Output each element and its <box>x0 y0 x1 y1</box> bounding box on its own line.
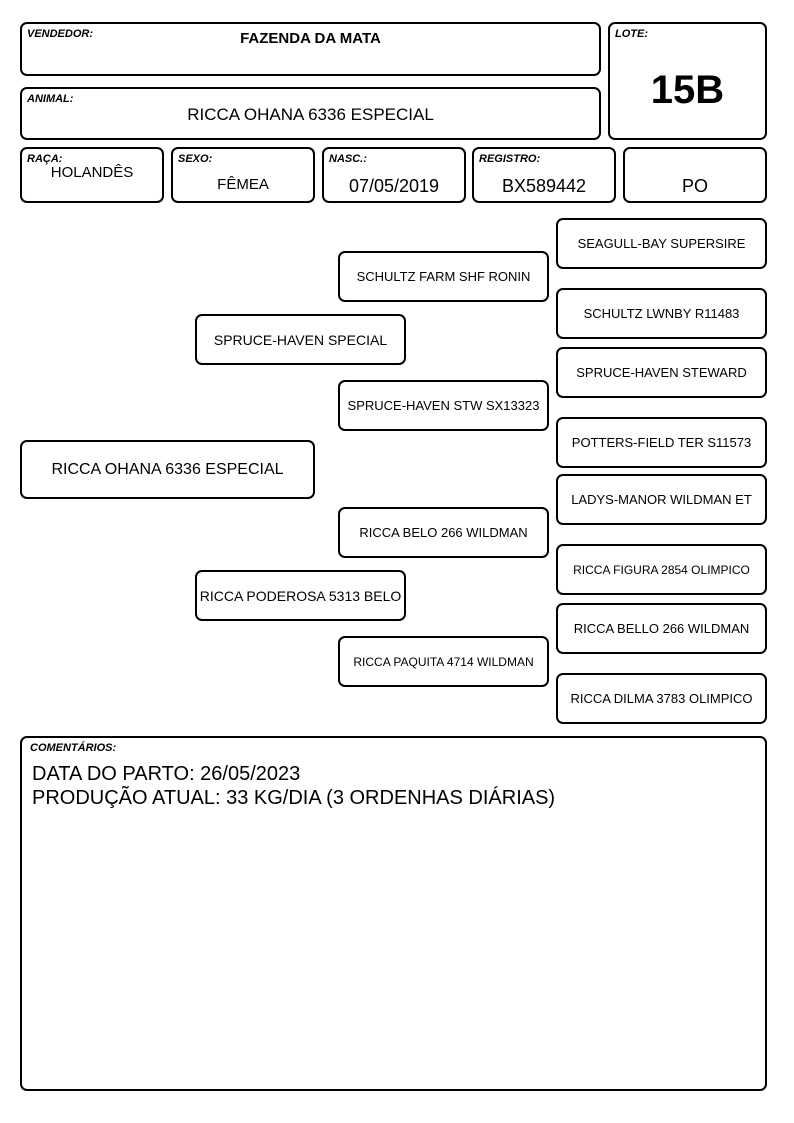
comments-label: COMENTÁRIOS: <box>30 742 117 754</box>
categoria-box: PO <box>623 147 767 203</box>
raca-label: RAÇA: <box>27 153 63 165</box>
registro-label: REGISTRO: <box>479 153 541 165</box>
vendedor-box: VENDEDOR: FAZENDA DA MATA <box>20 22 601 76</box>
registro-value: BX589442 <box>501 176 587 196</box>
vendedor-label: VENDEDOR: <box>27 28 94 40</box>
sexo-value: FÊMEA <box>217 176 269 193</box>
registro-box: REGISTRO: BX589442 <box>472 147 616 203</box>
raca-box: RAÇA: HOLANDÊS <box>20 147 164 203</box>
sexo-box: SEXO: FÊMEA <box>171 147 315 203</box>
animal-value: RICCA OHANA 6336 ESPECIAL <box>187 105 434 124</box>
pedigree-ggparent-1: SEAGULL-BAY SUPERSIRE <box>556 218 767 269</box>
raca-value: HOLANDÊS <box>50 164 134 181</box>
pedigree-dam: RICCA PODEROSA 5313 BELO <box>195 570 406 621</box>
sexo-label: SEXO: <box>178 153 213 165</box>
pedigree-sire: SPRUCE-HAVEN SPECIAL <box>195 314 406 365</box>
comment-line-birth: DATA DO PARTO: 26/05/2023 <box>32 763 301 785</box>
pedigree-ggparent-6: RICCA FIGURA 2854 OLIMPICO <box>556 544 767 595</box>
animal-box: ANIMAL: RICCA OHANA 6336 ESPECIAL <box>20 87 601 140</box>
lote-box: LOTE: 15B <box>608 22 767 140</box>
pedigree-dam-sire: RICCA BELO 266 WILDMAN <box>338 507 549 558</box>
pedigree-ggparent-5: LADYS-MANOR WILDMAN ET <box>556 474 767 525</box>
comment-line-production: PRODUÇÃO ATUAL: 33 KG/DIA (3 ORDENHAS DI… <box>32 787 556 809</box>
nasc-value: 07/05/2019 <box>348 176 440 196</box>
lote-value: 15B <box>650 68 725 112</box>
vendedor-value: FAZENDA DA MATA <box>240 30 381 47</box>
pedigree-ggparent-4: POTTERS-FIELD TER S11573 <box>556 417 767 468</box>
pedigree-ggparent-8: RICCA DILMA 3783 OLIMPICO <box>556 673 767 724</box>
categoria-value: PO <box>681 176 708 196</box>
pedigree-ggparent-2: SCHULTZ LWNBY R11483 <box>556 288 767 339</box>
comments-text: DATA DO PARTO: 26/05/2023 PRODUÇÃO ATUAL… <box>32 762 555 810</box>
lote-label: LOTE: <box>615 28 648 40</box>
animal-label: ANIMAL: <box>27 93 74 105</box>
pedigree-animal: RICCA OHANA 6336 ESPECIAL <box>20 440 315 499</box>
nasc-label: NASC.: <box>329 153 367 165</box>
comments-box: COMENTÁRIOS: DATA DO PARTO: 26/05/2023 P… <box>20 736 767 1091</box>
pedigree-ggparent-3: SPRUCE-HAVEN STEWARD <box>556 347 767 398</box>
pedigree-ggparent-7: RICCA BELLO 266 WILDMAN <box>556 603 767 654</box>
pedigree-sire-sire: SCHULTZ FARM SHF RONIN <box>338 251 549 302</box>
pedigree-dam-dam: RICCA PAQUITA 4714 WILDMAN <box>338 636 549 687</box>
nasc-box: NASC.: 07/05/2019 <box>322 147 466 203</box>
pedigree-sire-dam: SPRUCE-HAVEN STW SX13323 <box>338 380 549 431</box>
